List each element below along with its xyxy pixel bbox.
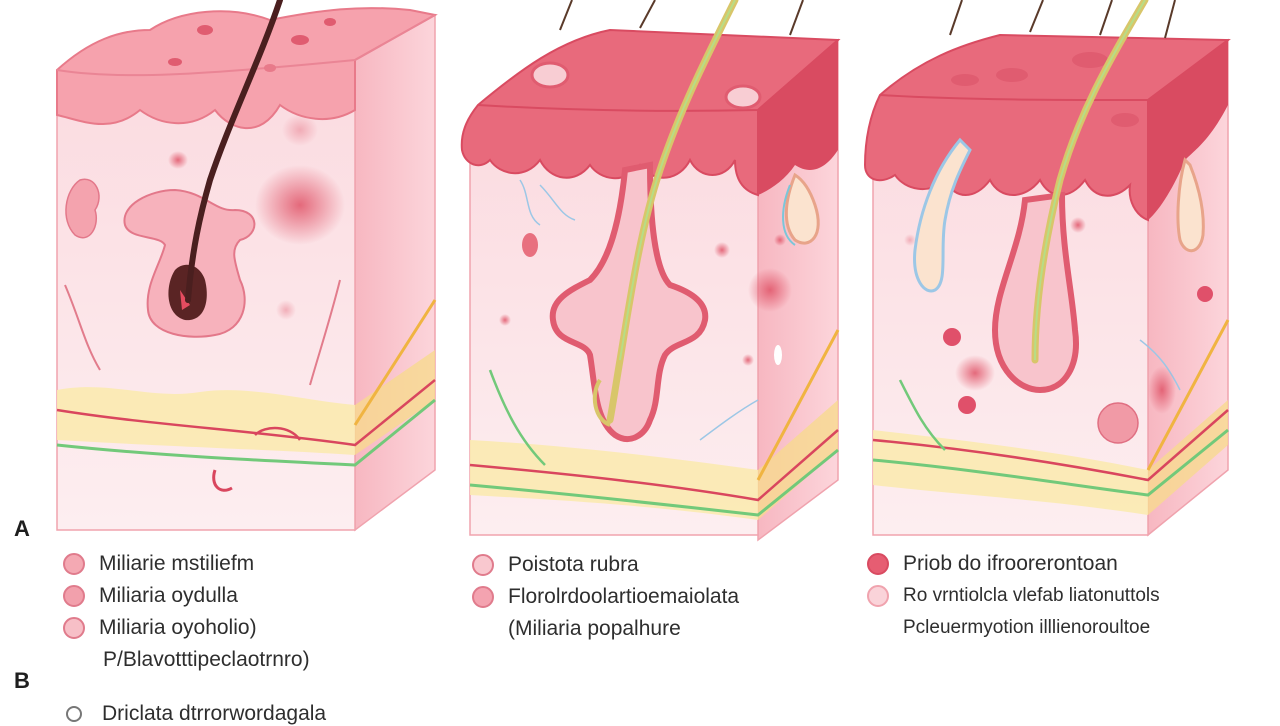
skin-block-1: [56, 0, 438, 532]
legend-label: Pcleuermyotion illlienoroultoe: [903, 617, 1151, 638]
legend-swatch-icon: [867, 553, 889, 575]
legend-label: (Miliaria popalhure: [508, 617, 681, 640]
skin-block-2: [460, 0, 841, 542]
legend-swatch-icon: [472, 586, 494, 608]
legend-item: P/Blavotttipeclaotrnro): [63, 644, 310, 676]
legend-label: Driclata dtrrorwordagala: [102, 702, 327, 725]
legend-label: P/Blavotttipeclaotrnro): [103, 648, 310, 671]
panel-marker-b: B: [14, 668, 30, 693]
legend-item: Ro vrntiolcla vlefab liatonuttols: [867, 580, 1160, 612]
legend-label: Priob do ifroorerontoan: [903, 552, 1118, 575]
block-1-epidermis: [56, 7, 438, 130]
legend-item: Miliaria oyoholio): [63, 612, 310, 644]
legend-swatch-icon: [63, 585, 85, 607]
block-2-vessel: [469, 429, 839, 502]
block-3-nerve: [872, 428, 1229, 497]
legend-item: Poistota rubra: [472, 549, 739, 581]
legend-item: Pcleuermyotion illlienoroultoe: [867, 612, 1160, 644]
legend-label: Miliaria oydulla: [99, 584, 238, 607]
legend-label: Florolrdoolartioemaiolata: [508, 585, 740, 608]
legend-label: Poistota rubra: [508, 553, 639, 576]
legend-item: Driclata dtrrorwordagala: [66, 702, 326, 726]
legend-left: Miliarie mstiliefm Miliaria oydulla Mili…: [63, 548, 310, 676]
legend-swatch-icon: [472, 554, 494, 576]
legend-item: Florolrdoolartioemaiolata: [472, 581, 739, 613]
block-3-vessel: [872, 409, 1229, 482]
legend-middle: Poistota rubra Florolrdoolartioemaiolata…: [472, 549, 739, 645]
skin-block-3: [863, 0, 1231, 537]
legend-bottom: Driclata dtrrorwordagala: [66, 702, 326, 726]
block-1-vessel: [56, 379, 436, 447]
block-2-nerve: [469, 448, 839, 517]
block-1-side: [354, 13, 436, 532]
legend-label: Ro vrntiolcla vlefab liatonuttols: [903, 585, 1160, 606]
block-1-nerve: [56, 398, 436, 467]
legend-right: Priob do ifroorerontoan Ro vrntiolcla vl…: [867, 548, 1160, 644]
block-3-follicle: [991, 191, 1079, 394]
panel-marker-a: A: [14, 516, 30, 541]
block-1-hair: [185, 0, 283, 303]
legend-item: Miliarie mstiliefm: [63, 548, 310, 580]
legend-label: Miliaria oyoholio): [99, 616, 257, 639]
legend-label: Miliarie mstiliefm: [99, 552, 255, 575]
legend-item: Miliaria oydulla: [63, 580, 310, 612]
legend-item: Priob do ifroorerontoan: [867, 548, 1160, 580]
block-1-fat-layer: [57, 387, 355, 455]
block-3-fat-layer: [873, 430, 1148, 515]
legend-item: (Miliaria popalhure: [472, 613, 739, 645]
legend-swatch-icon: [63, 617, 85, 639]
legend-swatch-icon: [63, 553, 85, 575]
legend-swatch-icon: [867, 585, 889, 607]
